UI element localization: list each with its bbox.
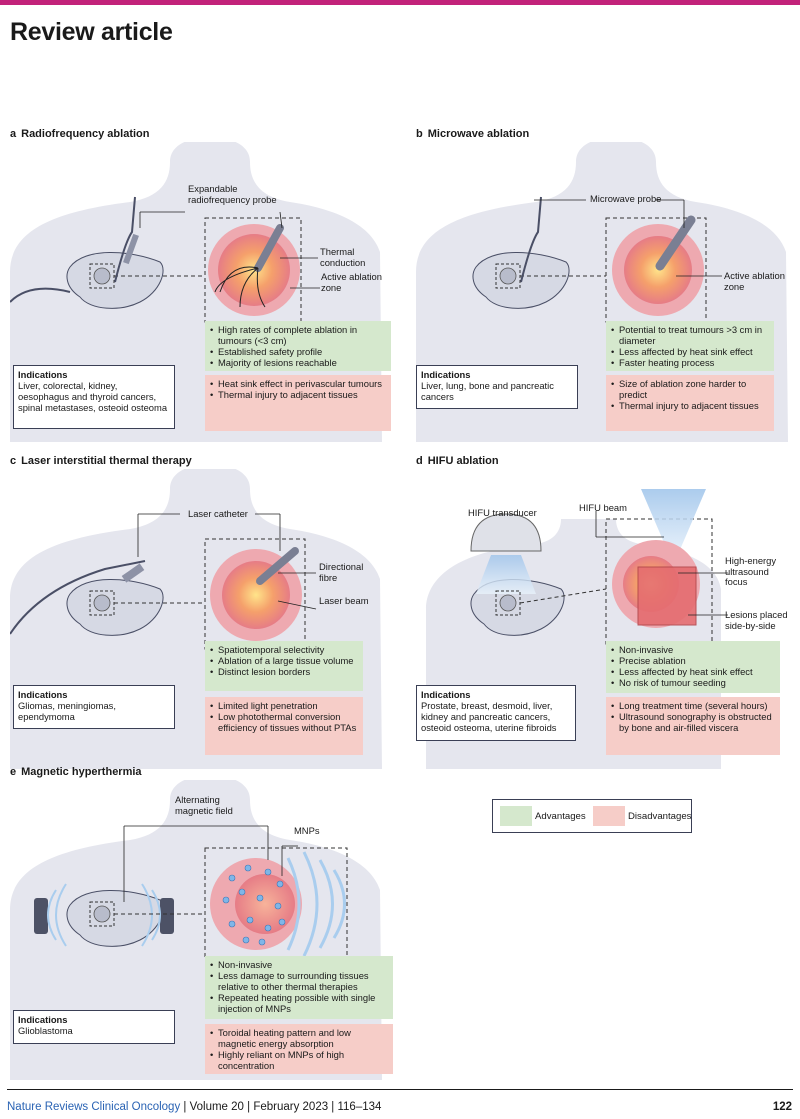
conduction-label: Thermal conduction (320, 246, 366, 268)
transducer-label: HIFU transducer (468, 507, 537, 518)
advantages-box: High rates of complete ablation in tumou… (205, 321, 391, 371)
disadvantages-box: Long treatment time (several hours) Ultr… (606, 697, 780, 755)
disadvantages-box: Heat sink effect in perivascular tumours… (205, 375, 391, 431)
legend-disadvantages-label: Disadvantages (628, 811, 692, 822)
indications-box: Indications Liver, lung, bone and pancre… (416, 365, 578, 409)
disadvantage-item: Thermal injury to adjacent tissues (210, 389, 386, 400)
lesions-label: Lesions placed side-by-side (725, 609, 788, 631)
issue-details: | Volume 20 | February 2023 | 116–134 (180, 1101, 382, 1113)
disadvantage-item: Highly reliant on MNPs of high concentra… (210, 1049, 388, 1071)
advantage-item: No risk of tumour seeding (611, 677, 775, 688)
liver (66, 890, 164, 947)
advantage-item: Distinct lesion borders (210, 666, 358, 677)
legend-advantages-label: Advantages (535, 811, 586, 822)
page-number: 122 (772, 1101, 792, 1113)
beam-label: Laser beam (319, 595, 369, 606)
hifu-transducer (470, 513, 542, 552)
advantage-item: Faster heating process (611, 357, 769, 368)
indications-text: Gliomas, meningiomas, ependymoma (18, 700, 116, 722)
indications-heading: Indications (18, 369, 68, 380)
top-accent-bar (0, 0, 800, 5)
indications-heading: Indications (18, 689, 68, 700)
indications-box: Indications Prostate, breast, desmoid, l… (416, 685, 576, 741)
field-label: Alternating magnetic field (175, 794, 233, 816)
advantage-item: Spatiotemporal selectivity (210, 644, 358, 655)
disadvantages-box: Toroidal heating pattern and low magneti… (205, 1024, 393, 1074)
fibre-label: Directional fibre (319, 561, 364, 583)
advantages-box: Spatiotemporal selectivity Ablation of a… (205, 641, 363, 691)
disadvantage-item: Ultrasound sonography is obstructed by b… (611, 711, 775, 733)
indications-heading: Indications (421, 369, 471, 380)
disadvantage-item: Size of ablation zone harder to predict (611, 378, 769, 400)
disadvantage-item: Heat sink effect in perivascular tumours (210, 378, 386, 389)
indications-text: Liver, lung, bone and pancreatic cancers (421, 380, 554, 402)
section-header: Review article (10, 18, 173, 46)
legend-disadvantages-swatch (593, 806, 625, 826)
advantage-item: Repeated heating possible with single in… (210, 992, 388, 1014)
footer-citation: Nature Reviews Clinical Oncology | Volum… (7, 1101, 381, 1113)
indications-text: Glioblastoma (18, 1025, 73, 1036)
advantage-item: Non-invasive (210, 959, 388, 970)
indications-box: Indications Glioblastoma (13, 1010, 175, 1044)
indications-box: Indications Gliomas, meningiomas, ependy… (13, 685, 175, 729)
advantage-item: Precise ablation (611, 655, 775, 666)
advantages-box: Potential to treat tumours >3 cm in diam… (606, 321, 774, 371)
disadvantage-item: Limited light penetration (210, 700, 358, 711)
advantage-item: Less damage to surrounding tissues relat… (210, 970, 388, 992)
disadvantage-item: Low photothermal conversion efficiency o… (210, 711, 358, 733)
indications-heading: Indications (421, 689, 471, 700)
advantage-item: High rates of complete ablation in tumou… (210, 324, 386, 346)
mnp-particles (222, 864, 286, 946)
advantage-item: Established safety profile (210, 346, 386, 357)
focus-label: High-energy ultrasound focus (725, 555, 777, 587)
probe-label: Microwave probe (590, 193, 662, 204)
disadvantage-item: Long treatment time (several hours) (611, 700, 775, 711)
advantage-item: Majority of lesions reachable (210, 357, 386, 368)
footer-rule (7, 1089, 793, 1090)
indications-heading: Indications (18, 1014, 68, 1025)
disadvantages-box: Size of ablation zone harder to predict … (606, 375, 774, 431)
catheter-label: Laser catheter (188, 508, 248, 519)
advantage-item: Ablation of a large tissue volume (210, 655, 358, 666)
advantages-box: Non-invasive Less damage to surrounding … (205, 956, 393, 1019)
liver (66, 579, 164, 636)
mnps-label: MNPs (294, 825, 320, 836)
indications-text: Liver, colorectal, kidney, oesophagus an… (18, 380, 168, 413)
disadvantage-item: Toroidal heating pattern and low magneti… (210, 1027, 388, 1049)
legend-advantages-swatch (500, 806, 532, 826)
zone-label: Active ablation zone (321, 271, 382, 293)
disadvantages-box: Limited light penetration Low phototherm… (205, 697, 363, 755)
advantage-item: Less affected by heat sink effect (611, 666, 775, 677)
indications-text: Prostate, breast, desmoid, liver, kidney… (421, 700, 557, 733)
advantages-box: Non-invasive Precise ablation Less affec… (606, 641, 780, 693)
disadvantage-item: Thermal injury to adjacent tissues (611, 400, 769, 411)
zone-label: Active ablation zone (724, 270, 785, 292)
legend: Advantages Disadvantages (492, 799, 692, 833)
probe-label: Expandable radiofrequency probe (188, 183, 277, 205)
advantage-item: Potential to treat tumours >3 cm in diam… (611, 324, 769, 346)
advantage-item: Less affected by heat sink effect (611, 346, 769, 357)
indications-box: Indications Liver, colorectal, kidney, o… (13, 365, 175, 429)
beam-label: HIFU beam (579, 502, 627, 513)
advantage-item: Non-invasive (611, 644, 775, 655)
journal-name: Nature Reviews Clinical Oncology (7, 1101, 181, 1113)
